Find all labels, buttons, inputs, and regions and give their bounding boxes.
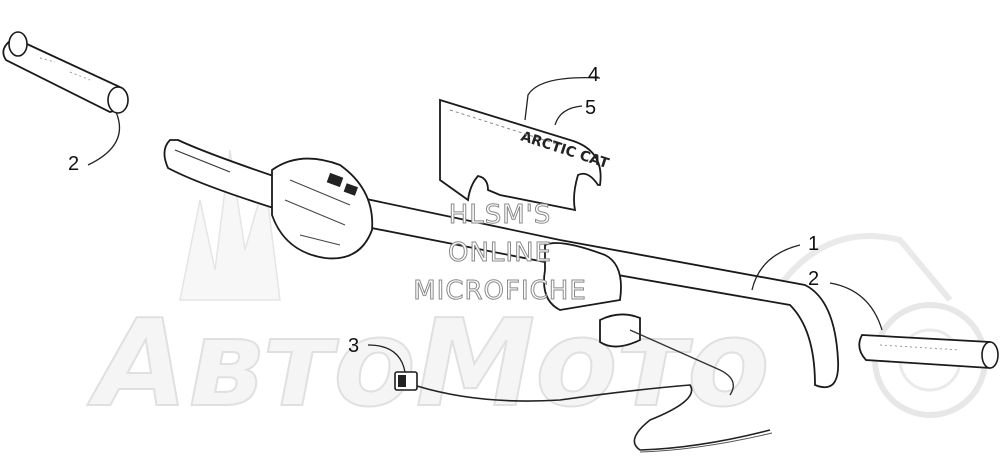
watermark-line-1: HLSM'S [448, 200, 552, 231]
svg-text:АвтоМото: АвтоМото [87, 295, 770, 434]
switch-housing [271, 157, 374, 260]
callout-3: 3 [348, 335, 359, 357]
callout-2-right: 2 [808, 268, 819, 290]
left-grip [2, 31, 129, 114]
callout-5: 5 [585, 97, 596, 119]
brake-lever-assembly [543, 242, 734, 396]
wire-harness [394, 371, 773, 453]
callout-1: 1 [808, 233, 819, 255]
leader-lines [87, 76, 883, 373]
background-logo-watermark: АвтоМото [86, 149, 988, 435]
watermark-line-3: MICROFICHE [413, 276, 587, 307]
right-grip [858, 334, 999, 369]
watermark-line-2: ONLINE [448, 238, 552, 269]
callout-2-left: 2 [68, 153, 79, 175]
callout-4: 4 [588, 64, 599, 86]
